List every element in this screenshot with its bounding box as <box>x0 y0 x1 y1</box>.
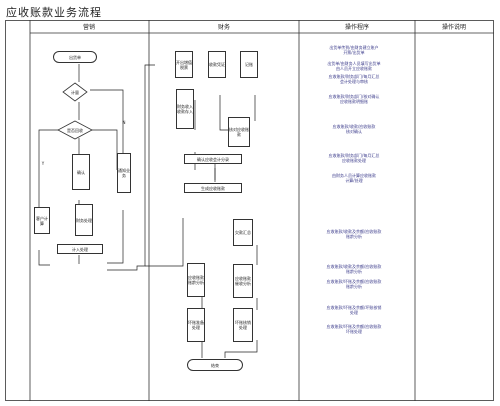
branch-no-label: N <box>122 119 126 125</box>
operation-step-1: 出货单传到/由财务建立账户 开票/出货单 <box>329 45 379 55</box>
operation-step-3: 应收账款/财务部门/每月汇总 会计处理与审核 <box>328 74 380 84</box>
column-header-description: 操作说明 <box>441 24 466 31</box>
collect-node: 财务收入收款存入 <box>176 89 194 129</box>
operation-step-12: 应收账款/坏账及余额/坏账核销 处理 <box>326 305 382 315</box>
pass-process-node: 计入处理 <box>57 244 103 254</box>
operation-step-10: 应收账款/坏账及余额/应收账款 账龄分析 <box>326 279 382 289</box>
account-node: 记账 <box>240 51 258 78</box>
age-right-node: 应收账款催收分析 <box>233 264 253 298</box>
decision-2-diamond <box>57 120 93 140</box>
decision-1-diamond <box>62 82 88 102</box>
notice-business-node: 通知业务 <box>117 153 131 193</box>
decision-1-label: 计量 <box>71 89 79 95</box>
operation-step-2: 出货单/由财务人员填写出货单 由人员开立应收账款 <box>327 61 381 71</box>
operation-step-9: 应收账款/收款及余额/应收账款 账龄分析 <box>326 264 382 274</box>
column-header-procedure: 操作程序 <box>344 24 369 31</box>
page-title: 应收账款业务流程 <box>6 6 102 19</box>
decision-2-label: 是否回收 <box>67 127 83 133</box>
writeoff-left-node: 坏账准备处理 <box>187 308 205 342</box>
receipt-process-node: 财务处理 <box>75 204 93 236</box>
slip-node: 收款凭证 <box>208 51 226 78</box>
invoice-node: 开出增值税票 <box>175 51 193 78</box>
left-confirm-node: 确认 <box>72 154 90 190</box>
connector-lines <box>38 64 258 358</box>
operation-step-4: 应收账款/财务部门/核对确认 应收账款明细账 <box>328 94 380 104</box>
operation-step-11: 应收账款/坏账及余额/应收账款 坏账处理 <box>326 324 382 334</box>
column-header-finance: 财务 <box>217 24 230 31</box>
verify-node: 核对应收账款 <box>228 117 250 147</box>
customer-calc-node: 客户计算 <box>34 207 50 234</box>
operation-step-5: 应收账款/收款/应收账款 核对确认 <box>332 124 376 134</box>
entry-node: 确认应收会计分录 <box>184 154 242 164</box>
operation-step-8: 应收账款/收款及余额/应收账款 账龄分析 <box>326 229 382 239</box>
column-header-sales: 营销 <box>82 24 95 31</box>
sales-invoice-node: 出货单 <box>53 51 97 63</box>
writeoff-right-node: 坏账核销处理 <box>233 308 253 342</box>
end-node: 结束 <box>187 359 243 371</box>
operation-step-7: 由财务人员计算应收账款 计算/处理 <box>332 173 376 183</box>
arrears-node: 欠款汇总 <box>233 219 253 246</box>
ledger-node: 生成应收账款 <box>184 183 242 193</box>
branch-yes-label: Y <box>41 160 45 166</box>
operation-step-6: 应收账款/财务部门/每月汇总 应收账款处理 <box>328 153 380 163</box>
age-left-node: 应收账款账龄分析 <box>187 263 205 297</box>
